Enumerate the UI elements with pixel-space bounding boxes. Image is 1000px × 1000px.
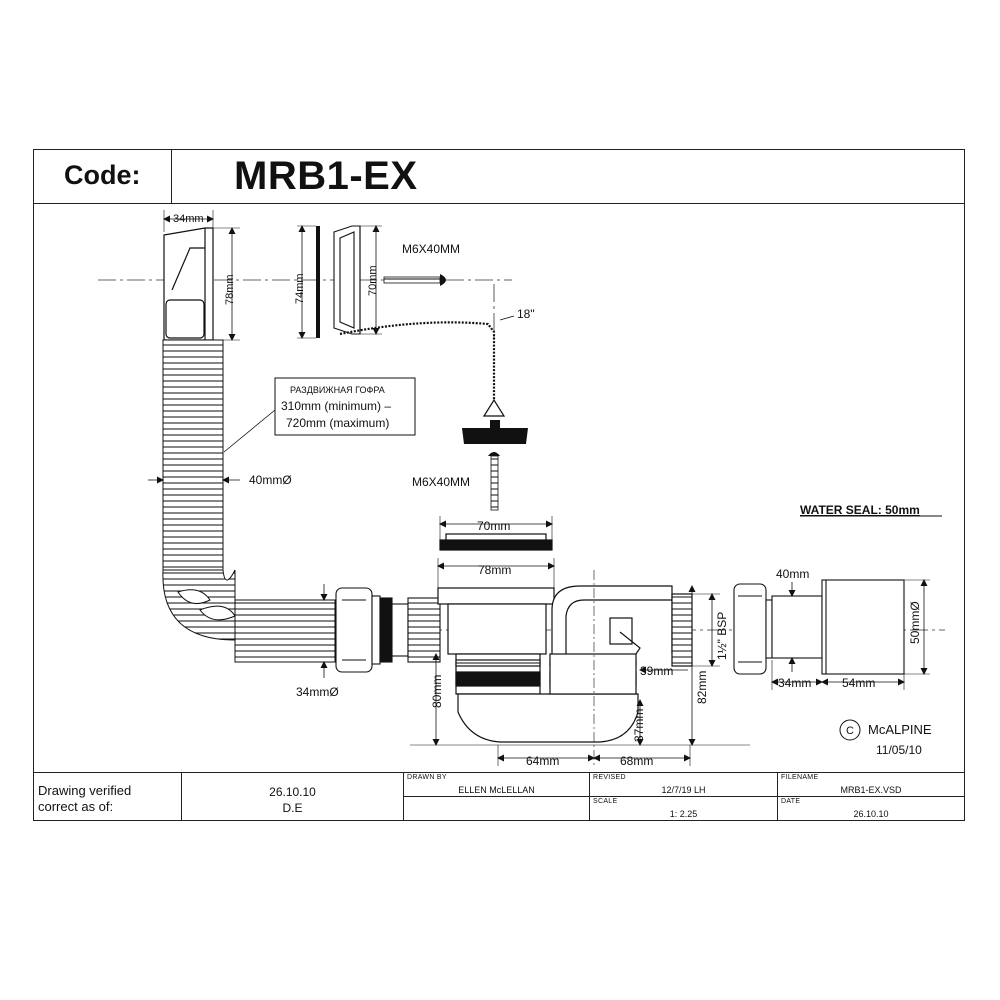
- plug-icon: [462, 428, 528, 444]
- verified-date: 26.10.10: [269, 785, 316, 799]
- dim-70mm-vert: 70mm: [367, 265, 379, 296]
- dim-40mm-dia: 40mmØ: [249, 473, 292, 487]
- revised-cell: REVISED 12/7/19 LH SCALE 1: 2.25: [590, 773, 778, 821]
- scale-value: 1: 2.25: [669, 809, 698, 819]
- screw-top-label: M6X40MM: [402, 242, 460, 256]
- dim-74mm: 74mm: [294, 273, 306, 304]
- dim-37mm: 37mm: [632, 709, 646, 742]
- drawn-by-label: DRAWN BY: [407, 774, 447, 781]
- overflow-cover: [163, 227, 214, 341]
- dim-78mm-h: 78mm: [478, 563, 511, 577]
- dim-64mm: 64mm: [526, 754, 559, 768]
- dim-78mm: 78mm: [224, 274, 236, 305]
- hose-connector: [335, 587, 441, 673]
- verified-date-cell: 26.10.10 D.E: [182, 773, 404, 821]
- code-label: Code:: [64, 160, 141, 190]
- scale-label: SCALE: [593, 798, 618, 805]
- dim-68mm: 68mm: [620, 754, 653, 768]
- gofra-note-box: [274, 377, 416, 436]
- dim-34mm-dia: 34mmØ: [296, 685, 339, 699]
- dim-54mm: 54mm: [842, 676, 875, 690]
- dim-70mm-h: 70mm: [477, 519, 510, 533]
- verified-cell: Drawing verified correct as of:: [34, 773, 182, 821]
- title-header: Code: MRB1-EX: [34, 150, 964, 204]
- chain: [339, 321, 496, 400]
- filename-cell: FILENAME MRB1-EX.VSD DATE 26.10.10: [778, 773, 964, 821]
- dim-50mm-dia: 50mmØ: [908, 601, 922, 644]
- verified-line-2: correct as of:: [38, 799, 114, 814]
- dim-34mm-top: 34mm: [173, 213, 204, 225]
- revised-label: REVISED: [593, 774, 626, 781]
- flexible-hose: [162, 339, 336, 663]
- screw-mid-label: M6X40MM: [412, 475, 470, 489]
- verified-line-1: Drawing verified: [38, 783, 132, 798]
- chain-length: 18": [517, 307, 535, 321]
- dim-82mm: 82mm: [695, 671, 709, 704]
- trap-body: [437, 533, 693, 743]
- title-block: Drawing verified correct as of: 26.10.10…: [34, 772, 964, 821]
- copyright-icon: [839, 719, 861, 741]
- drawing-sheet: Code: MRB1-EX Drawing verified correct a…: [33, 149, 965, 821]
- gofra-max: 720mm (maximum): [286, 416, 389, 430]
- drawn-by-cell: DRAWN BY ELLEN McLELLAN: [404, 773, 590, 821]
- center-lines: [98, 279, 945, 631]
- screw-mid-icon: [488, 452, 500, 511]
- brand-date: 11/05/10: [876, 743, 922, 757]
- dim-40mm: 40mm: [776, 567, 809, 581]
- overflow-body: [333, 225, 361, 335]
- date-label: DATE: [781, 798, 801, 805]
- verified-by: D.E: [282, 801, 303, 815]
- dim-34mm-bot: 34mm: [778, 676, 811, 690]
- copyright-symbol: C: [846, 725, 854, 737]
- dim-80mm: 80mm: [430, 675, 444, 708]
- gofra-title: РАЗДВИЖНАЯ ГОФРА: [290, 385, 385, 395]
- bsp-thread: 1½" BSP: [715, 612, 729, 660]
- code-label-cell: Code:: [34, 150, 172, 203]
- drawn-by-value: ELLEN McLELLAN: [458, 785, 535, 795]
- outlet-connector: [733, 579, 905, 675]
- dim-39mm: 39mm: [640, 664, 673, 678]
- revised-value: 12/7/19 LH: [661, 785, 706, 795]
- water-seal: WATER SEAL: 50mm: [800, 503, 920, 517]
- product-code: MRB1-EX: [234, 154, 418, 198]
- overflow-gasket: [316, 226, 320, 338]
- date-value: 26.10.10: [853, 809, 889, 819]
- filename-value: MRB1-EX.VSD: [840, 785, 902, 795]
- filename-label: FILENAME: [781, 774, 819, 781]
- screw-top-icon: [383, 274, 446, 286]
- brand-name: McALPINE: [868, 722, 932, 737]
- gofra-min: 310mm (minimum) –: [281, 399, 391, 413]
